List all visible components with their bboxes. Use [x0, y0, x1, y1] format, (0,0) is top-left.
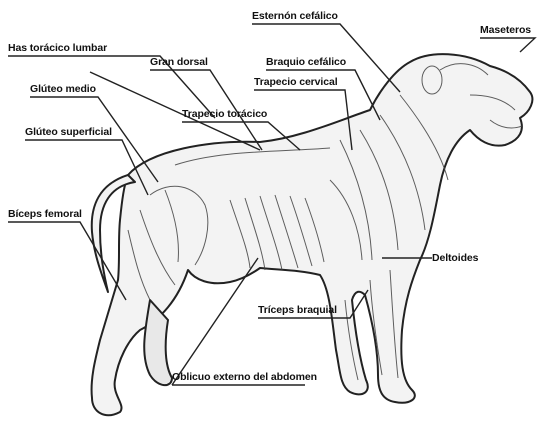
label-oblicuo-externo: Oblicuo externo del abdomen [172, 371, 317, 383]
label-trapecio-toracico: Trapecio torácico [182, 108, 267, 120]
dog-silhouette [92, 54, 533, 415]
label-has-toracico-lumbar: Has torácico lumbar [8, 42, 107, 54]
label-gluteo-superficial: Glúteo superficial [25, 126, 112, 138]
label-gluteo-medio: Glúteo medio [30, 83, 96, 95]
label-trapecio-cervical: Trapecio cervical [254, 76, 338, 88]
label-gran-dorsal: Gran dorsal [150, 56, 208, 68]
label-biceps-femoral: Bíceps femoral [8, 208, 82, 220]
leader-biceps [8, 222, 126, 300]
label-maseteros: Maseteros [480, 24, 531, 36]
label-esternon-cefalico: Esternón cefálico [252, 10, 338, 22]
label-triceps-braquial: Tríceps braquial [258, 304, 337, 316]
label-braquio-cefalico: Braquio cefálico [266, 56, 346, 68]
label-deltoides: Deltoides [432, 252, 478, 264]
leader-maseteros [480, 38, 535, 52]
